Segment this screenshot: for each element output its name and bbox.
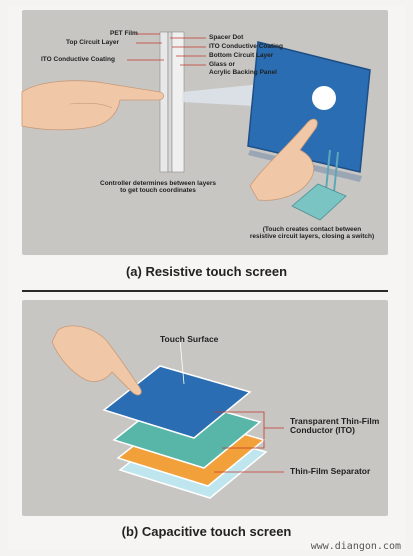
label-ito-coating-left: ITO Conductive Coating: [41, 56, 115, 63]
caption-resistive: (a) Resistive touch screen: [125, 264, 288, 279]
touch-surface-layer: [102, 365, 252, 439]
finger-icon: [249, 118, 318, 201]
label-bottom-circuit-layer: Bottom Circuit Layer: [209, 52, 274, 59]
label-spacer-dot: Spacer Dot: [209, 34, 244, 41]
label-separator: Thin-Film Separator: [290, 466, 371, 476]
section-divider: [22, 290, 388, 292]
hand-icon: [51, 325, 142, 396]
label-conductor: Transparent Thin-Film Conductor (ITO): [290, 416, 380, 436]
screen-panel: [247, 41, 371, 173]
touch-point: [312, 86, 336, 110]
controller-chip: [291, 183, 347, 221]
caption-capacitive: (b) Capacitive touch screen: [121, 524, 292, 539]
label-acrylic-backing: Acrylic Backing Panel: [209, 69, 277, 76]
watermark: www.diangon.com: [310, 541, 401, 552]
label-glass: Glass or: [209, 61, 236, 68]
controller-note: Controller determines between layers to …: [100, 180, 216, 195]
label-pet-film: PET Film: [110, 30, 138, 37]
touch-note: (Touch creates contact between resistive…: [249, 226, 375, 241]
label-top-circuit-layer: Top Circuit Layer: [66, 39, 119, 46]
hand-icon: [21, 80, 164, 131]
label-ito-coating-right: ITO Conductive Coating: [209, 43, 283, 50]
label-touch-surface: Touch Surface: [160, 334, 219, 344]
